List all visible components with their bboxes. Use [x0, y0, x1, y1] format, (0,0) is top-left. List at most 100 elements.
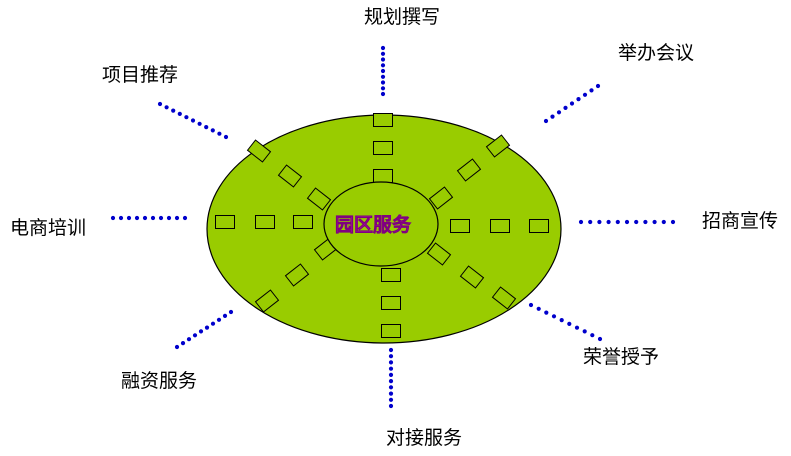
spoke-boxes-top-right: [428, 134, 511, 210]
connector-dot: [528, 302, 534, 308]
connector-dot: [166, 215, 172, 221]
connector-dot: [118, 215, 124, 221]
connector-dot: [559, 318, 564, 323]
connector-dot: [670, 219, 676, 225]
connector-dot: [171, 108, 176, 113]
dotted-line-bottom-left: [174, 309, 234, 350]
connector-dot: [588, 219, 593, 225]
connector-dot: [174, 344, 180, 350]
connector-dot: [388, 379, 394, 384]
spoke-boxes-bottom-right: [426, 242, 517, 310]
connector-dot: [388, 347, 394, 353]
spoke-box: [491, 286, 517, 310]
spoke-boxes-bottom: [381, 268, 401, 338]
spoke-box: [428, 186, 454, 210]
connector-dot: [190, 118, 196, 123]
connector-dot: [543, 118, 549, 124]
dotted-line-top: [380, 45, 386, 97]
connector-dot: [204, 325, 210, 330]
connector-dot: [197, 121, 202, 126]
connector-dot: [180, 341, 186, 346]
connector-dot: [158, 215, 164, 221]
connector-dot: [590, 333, 595, 338]
spoke-box: [277, 164, 303, 188]
spoke-box: [381, 296, 401, 310]
label-top: 规划撰写: [364, 6, 440, 28]
connector-dot: [210, 321, 216, 326]
connector-dot: [157, 101, 163, 107]
connector-dot: [388, 391, 394, 396]
spoke-box: [450, 219, 470, 233]
spoke-box: [529, 219, 549, 233]
connector-dot: [582, 92, 588, 97]
connector-dot: [216, 317, 222, 322]
connector-dot: [380, 91, 386, 97]
connector-dot: [223, 134, 229, 140]
connector-dot: [182, 215, 188, 221]
connector-dot: [126, 215, 132, 221]
dotted-line-bottom-right: [528, 302, 603, 342]
connector-dot: [551, 314, 557, 319]
spoke-boxes-left: [215, 215, 313, 229]
spoke-box: [246, 139, 272, 163]
connector-dot: [204, 125, 209, 130]
connector-dot: [380, 57, 386, 62]
spoke-box: [485, 134, 511, 158]
label-right: 招商宣传: [702, 210, 778, 232]
spoke-boxes-top-left: [246, 139, 332, 211]
connector-dot: [589, 88, 594, 93]
connector-dot: [634, 219, 639, 225]
spoke-box: [381, 268, 401, 282]
dotted-line-top-left: [157, 101, 229, 140]
connector-dot: [574, 325, 580, 330]
connector-dot: [595, 83, 601, 89]
dotted-line-top-right: [543, 83, 601, 124]
connector-dot: [597, 336, 603, 342]
connector-dot: [388, 372, 394, 377]
spoke-box: [490, 219, 510, 233]
connector-dot: [388, 385, 394, 390]
connector-dot: [164, 105, 169, 110]
connector-dot: [228, 309, 234, 315]
spoke-box: [293, 215, 313, 229]
connector-dot: [567, 321, 572, 326]
connector-dot: [380, 51, 386, 56]
connector-dot: [550, 114, 555, 119]
connector-dot: [192, 333, 198, 338]
connector-dot: [222, 313, 228, 318]
connector-dot: [142, 215, 148, 221]
spoke-box: [456, 158, 482, 182]
connector-dot: [388, 403, 394, 409]
spoke-box: [373, 141, 393, 155]
spoke-boxes-right: [450, 219, 549, 233]
connector-dot: [556, 110, 562, 115]
spoke-box: [255, 215, 275, 229]
spoke-box: [254, 289, 280, 313]
spoke-box: [426, 242, 452, 266]
connector-dot: [388, 397, 394, 402]
connector-dot: [582, 329, 587, 334]
connector-dot: [563, 105, 568, 110]
dotted-line-bottom: [388, 347, 394, 409]
connector-dot: [576, 97, 581, 102]
connector-dot: [388, 354, 394, 359]
dotted-line-right: [578, 219, 676, 225]
connector-dot: [380, 86, 386, 91]
connector-dot: [597, 219, 602, 225]
connector-dot: [388, 366, 394, 371]
connector-dot: [134, 215, 140, 221]
connector-dot: [615, 219, 620, 225]
connector-dot: [652, 219, 657, 225]
connector-dot: [380, 80, 386, 85]
spoke-box: [215, 215, 235, 229]
label-bottom-right: 荣誉授予: [583, 346, 659, 368]
connector-dot: [380, 74, 386, 79]
connector-dot: [217, 131, 222, 136]
connector-dot: [110, 215, 116, 221]
spoke-box: [381, 324, 401, 338]
label-bottom-left: 融资服务: [121, 370, 197, 392]
connector-dot: [388, 360, 394, 365]
label-top-right: 举办会议: [618, 42, 694, 64]
spoke-boxes: [215, 113, 549, 338]
